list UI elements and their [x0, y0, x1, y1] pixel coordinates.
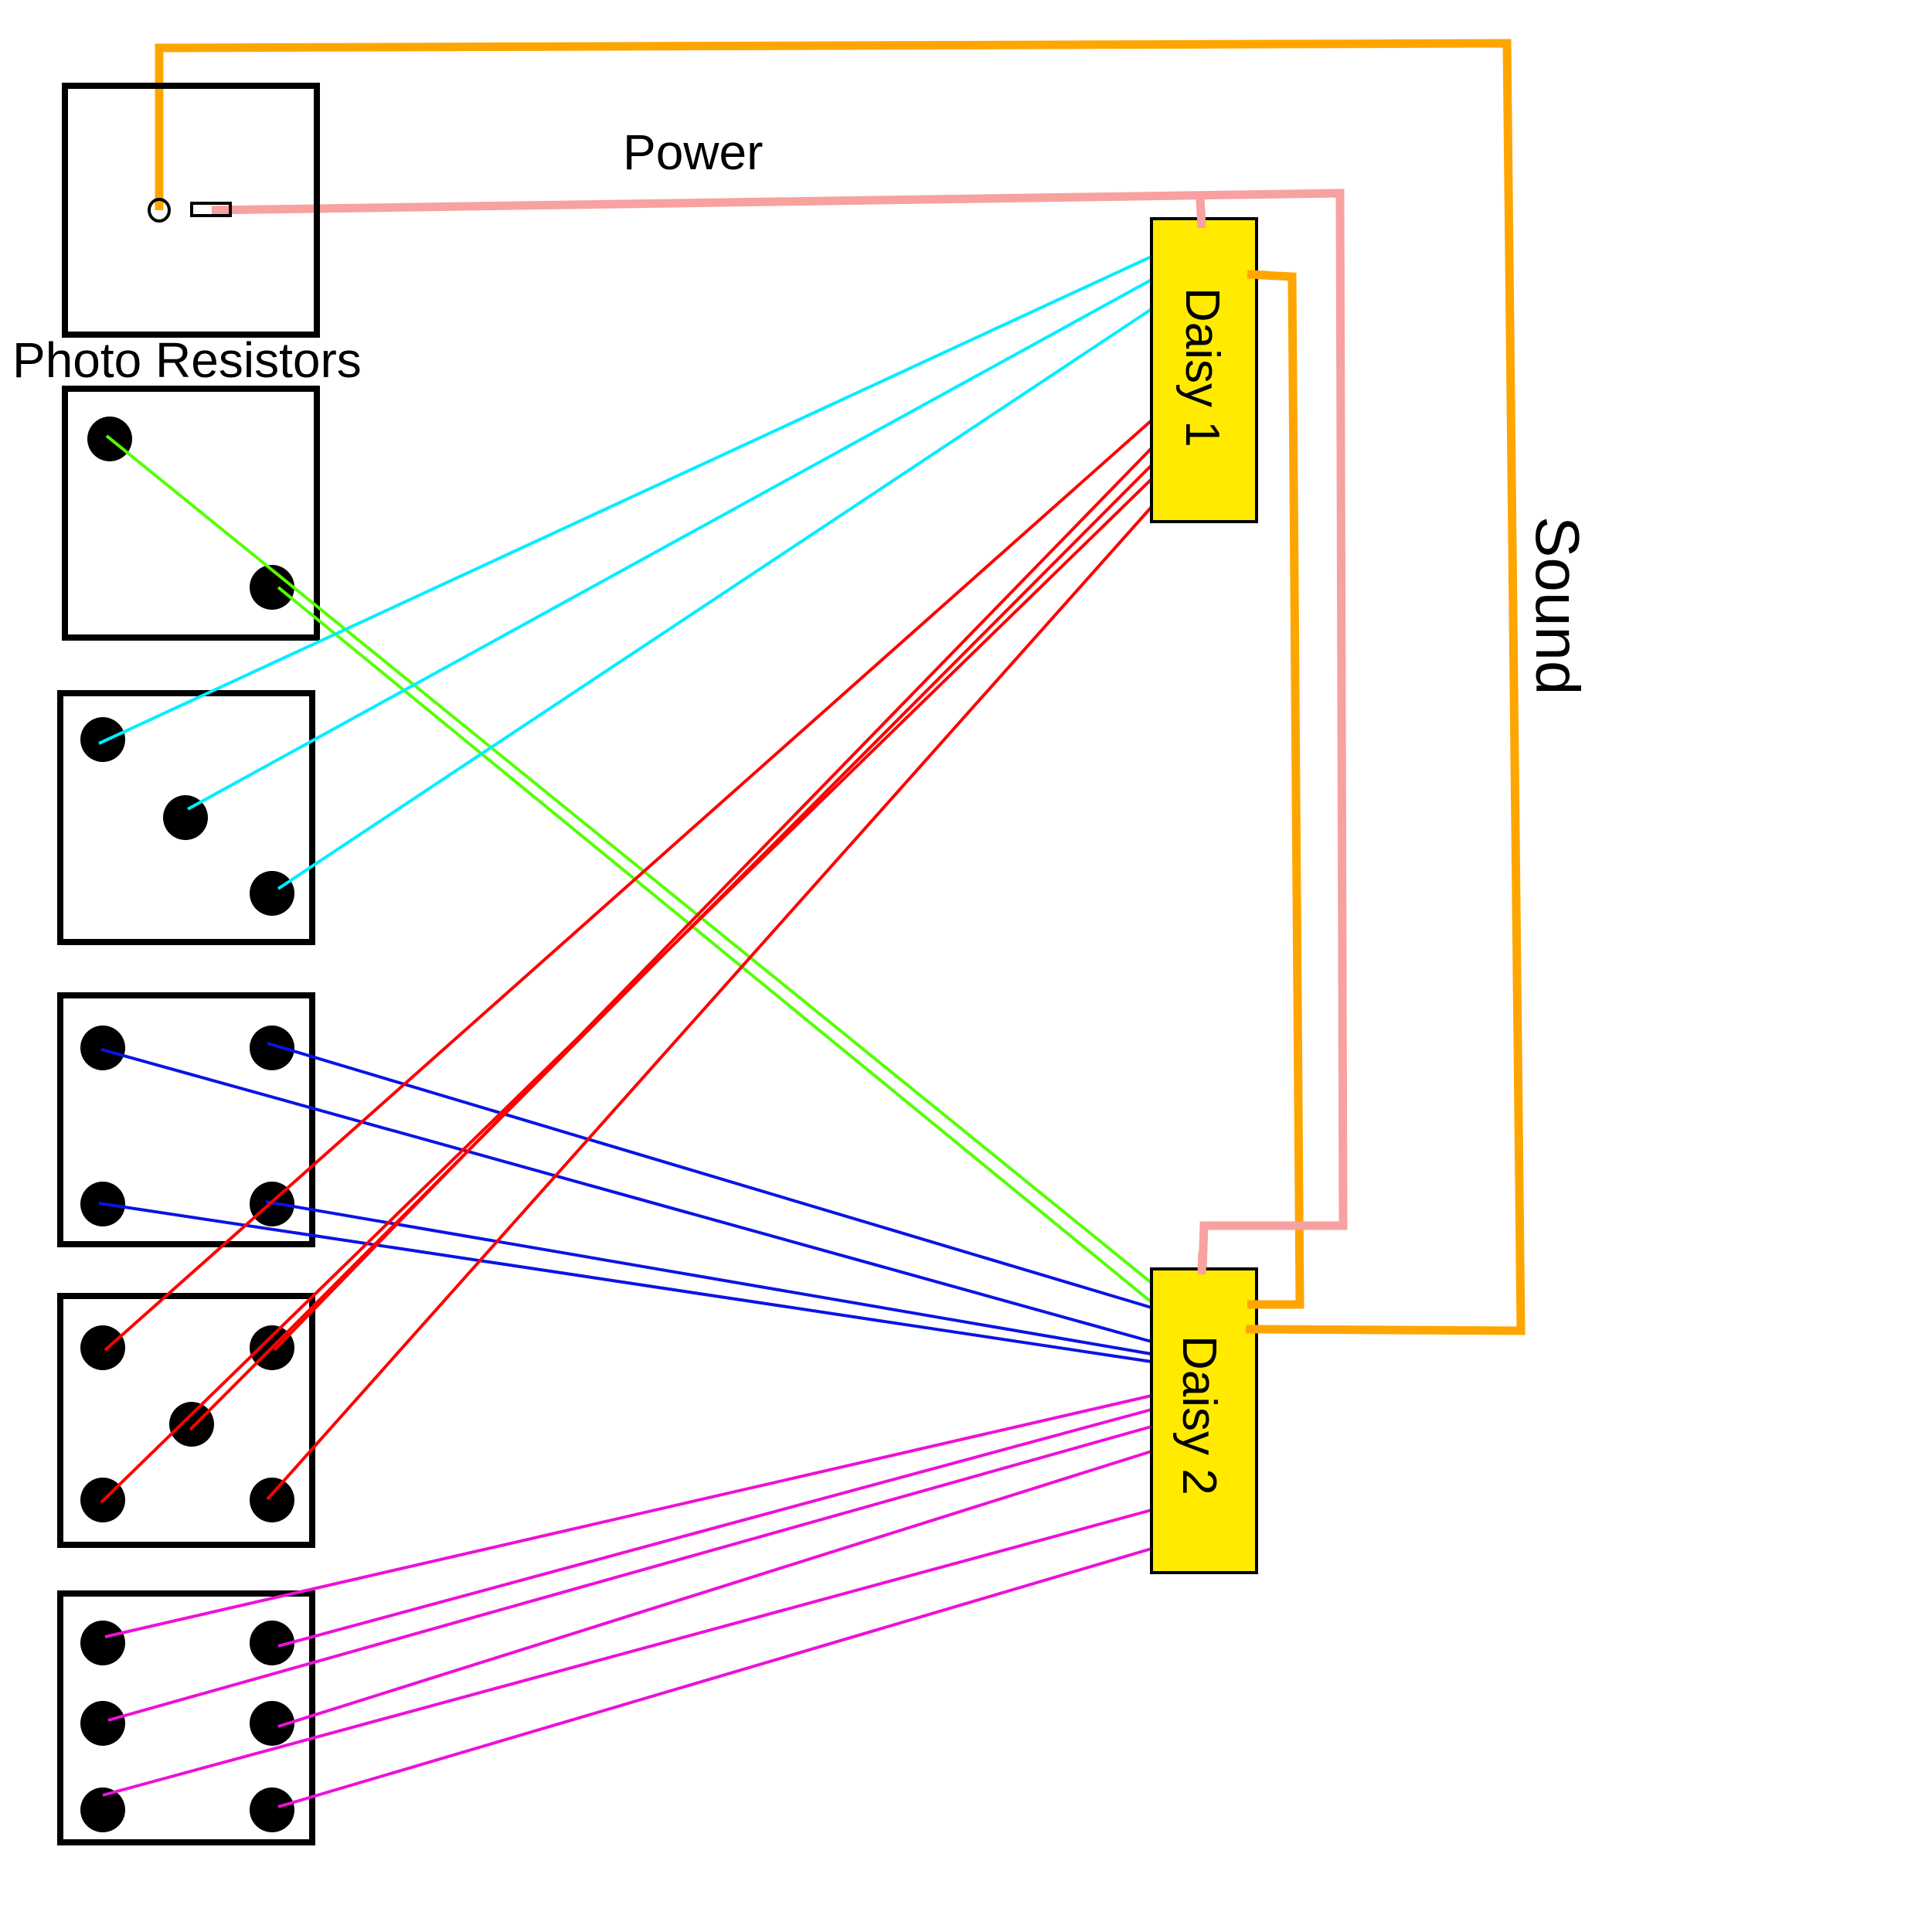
pip [250, 1787, 294, 1832]
wire [98, 255, 1152, 745]
pip [250, 1701, 294, 1746]
pip [250, 871, 294, 916]
daisy-1-board [1150, 217, 1258, 523]
wire [107, 1425, 1152, 1722]
pip [169, 1402, 214, 1447]
wire [100, 1048, 1152, 1343]
pip [250, 1621, 294, 1665]
wire [277, 308, 1153, 890]
wire [104, 1394, 1152, 1638]
sound-label: Sound [1523, 516, 1592, 695]
wire [277, 1408, 1152, 1648]
wire [267, 1042, 1152, 1309]
sound-wire-daisy-link [1247, 270, 1304, 1309]
pip [80, 1621, 125, 1665]
die-6-box [57, 1590, 315, 1845]
power-wire-daisy1-stub [1196, 197, 1206, 229]
die-3-box [57, 690, 315, 945]
power-terminal-circle [148, 198, 171, 223]
daisy-1-label: Daisy 1 [1175, 287, 1229, 447]
wire [266, 505, 1153, 1501]
wire [105, 434, 1153, 1284]
power-terminal-rect [190, 202, 232, 217]
pip [80, 1787, 125, 1832]
die-6-wires [102, 1394, 1152, 1808]
wire [277, 1547, 1152, 1808]
daisy-2-label: Daisy 2 [1172, 1335, 1226, 1495]
power-label: Power [623, 124, 763, 180]
die-5-box [57, 1293, 315, 1548]
pip [250, 565, 294, 610]
power-wire-main [211, 189, 1348, 1272]
wire [104, 419, 1153, 1352]
pip [163, 795, 208, 840]
sound-wire-daisy1-stub [1247, 270, 1268, 280]
pip [80, 1026, 125, 1070]
wire [102, 1509, 1152, 1797]
wire [265, 1200, 1152, 1355]
die-4-box [57, 992, 315, 1247]
pip [250, 1026, 294, 1070]
wire [277, 1450, 1152, 1728]
power-board [62, 83, 320, 338]
pips [80, 417, 294, 1832]
pip [80, 1701, 125, 1746]
die-3-wires [98, 255, 1153, 890]
wire [277, 586, 1153, 1304]
daisy-2-board [1150, 1267, 1258, 1574]
wire [100, 478, 1153, 1504]
die-4-wires [98, 1042, 1152, 1363]
die-5-wires [100, 419, 1153, 1504]
die-2-box [62, 386, 320, 641]
pip [80, 717, 125, 762]
pip [250, 1478, 294, 1522]
sound-wire-main [155, 39, 1526, 1335]
photo-resistors-label: Photo Resistors [12, 332, 362, 388]
wire [187, 278, 1152, 811]
pip [80, 1325, 125, 1370]
die-2-wires [105, 434, 1153, 1304]
wire [98, 1202, 1152, 1363]
